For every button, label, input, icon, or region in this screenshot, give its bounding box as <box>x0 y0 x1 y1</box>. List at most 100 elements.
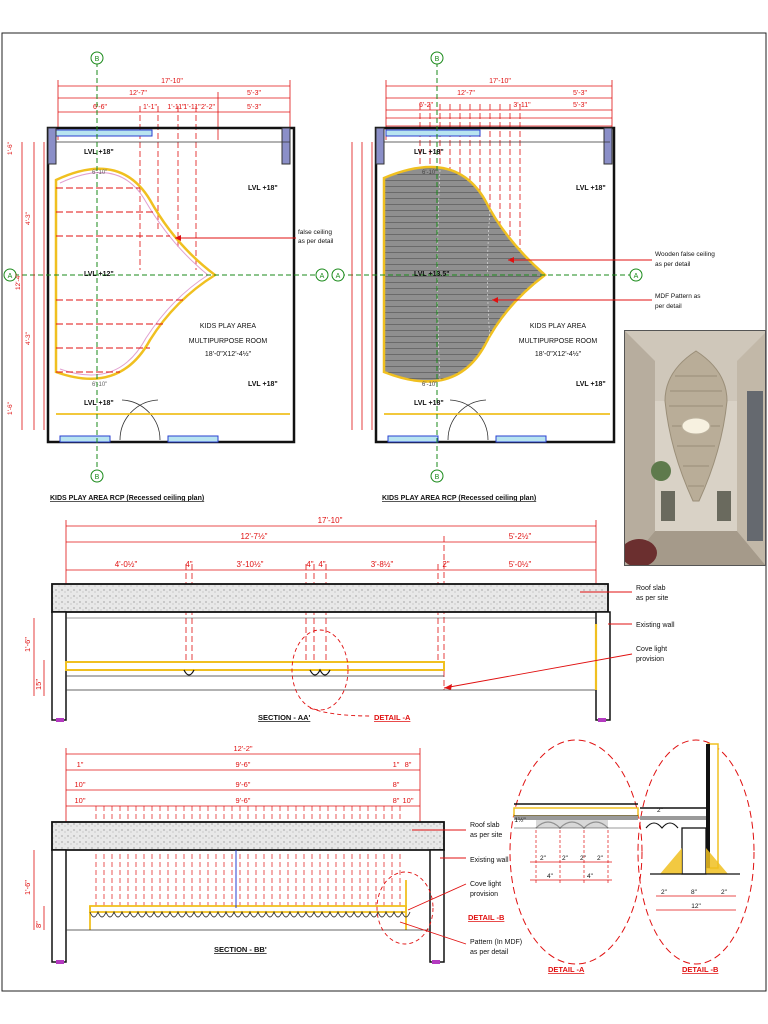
aa-callout-wall: Existing wall <box>636 622 675 629</box>
dim-top-7: 1'-11" <box>183 104 201 111</box>
aa-dim-m2: 4" <box>185 560 192 569</box>
r-axis-top: B <box>435 56 440 63</box>
r-lvl-label-2: LVL +18" <box>576 185 606 192</box>
aa-dim-right: 5'-2½" <box>509 532 532 541</box>
aa-side-dim-2: 15" <box>34 679 43 690</box>
false-ceiling-teardrop <box>54 167 218 380</box>
da-dim-2: 2" <box>562 855 569 862</box>
aa-dim-m5: 4" <box>318 560 325 569</box>
callout-wooden-ceiling-1: Wooden false ceiling <box>655 251 715 258</box>
bb-dim-2: 9'-6" <box>236 760 251 769</box>
callout-mdf-2: per detail <box>655 303 682 310</box>
bb-dim-4: 8" <box>405 760 412 769</box>
da-dim-1: 2" <box>540 855 547 862</box>
da-dim-3: 2" <box>580 855 587 862</box>
db-dim-3: 2" <box>721 889 728 896</box>
r-dim-top-3: 5'-3" <box>573 90 587 97</box>
r-axis-left: A <box>336 273 341 280</box>
bb-callout-cove-2: provision <box>470 891 498 898</box>
plan-title-right: KIDS PLAY AREA RCP (Recessed ceiling pla… <box>382 495 536 502</box>
callout-mdf-1: MDF Pattern as <box>655 293 701 300</box>
r-mark-top: 6'-10" <box>422 170 437 176</box>
mark-top: 6'-10" <box>92 170 107 176</box>
bb-callout-wall: Existing wall <box>470 857 509 864</box>
r-dim-top-1: 17'-10" <box>489 78 511 85</box>
db-dim-5: 2" <box>657 807 664 814</box>
bb-callout-roof-1: Roof slab <box>470 822 500 829</box>
aa-callout-roof-2: as per site <box>636 595 668 602</box>
da-dim-6: 4" <box>587 873 594 880</box>
detail-a-title: DETAIL -A <box>548 965 585 974</box>
aa-dim-m8: 5'-0½" <box>509 560 532 569</box>
side-dim-3: 12'-4" <box>15 273 22 290</box>
section-bb: 12'-2" 1" 9'-6" 1" 8" 10" 9'-6" 8" 10" 9… <box>23 744 522 964</box>
wooden-false-ceiling <box>382 165 547 383</box>
da-dim-5: 4" <box>547 873 554 880</box>
r-room-size: 18'-0"X12'-4½" <box>535 350 582 358</box>
bb-dim-10: 8" <box>393 796 400 805</box>
aa-dim-m4: 4" <box>306 560 313 569</box>
axis-bubble-top: B <box>95 56 100 63</box>
r-lvl-label-1: LVL +18" <box>414 149 444 156</box>
aa-callout-roof-1: Roof slab <box>636 585 666 592</box>
detail-b-tag: DETAIL -B <box>468 913 505 922</box>
dim-top-9: 5'-3" <box>247 104 261 111</box>
detail-a-tag: DETAIL -A <box>374 713 411 722</box>
roof-slab-bb <box>51 821 445 851</box>
da-dim-7: 1½" <box>514 816 526 824</box>
side-dim-1: 1'-6" <box>7 141 14 155</box>
r-dim-top-5: 3'-11" <box>513 102 531 109</box>
lvl-label-1: LVL +18" <box>84 149 114 156</box>
bb-dim-7: 8" <box>393 780 400 789</box>
section-bb-title: SECTION - BB' <box>214 945 267 954</box>
detail-a: 2" 2" 2" 2" 4" 4" 1½" DETAIL -A <box>509 739 643 974</box>
section-aa-title: SECTION - AA' <box>258 713 311 722</box>
aa-dim-m6: 3'-8½" <box>371 560 394 569</box>
db-dim-1: 2" <box>661 889 668 896</box>
aa-dim-m1: 4'-0½" <box>115 560 138 569</box>
side-dim-2: 4'-3" <box>25 211 32 225</box>
bb-dim-9: 9'-6" <box>236 796 251 805</box>
detail-b-title: DETAIL -B <box>682 965 719 974</box>
r-lvl-label-5: LVL +18" <box>414 400 444 407</box>
aa-dim-m3: 3'-10½" <box>236 560 263 569</box>
bb-callout-roof-2: as per site <box>470 832 502 839</box>
mark-bottom: 6'-10" <box>92 382 107 388</box>
bb-callout-pattern-1: Pattern (In MDF) <box>470 939 522 946</box>
axis-bubble-right: A <box>320 273 325 280</box>
lvl-label-2: LVL +18" <box>248 185 278 192</box>
dim-top-4: 6'-6" <box>93 104 107 111</box>
bb-dim-6: 9'-6" <box>236 780 251 789</box>
right-plan: 17'-10" 12'-7" 5'-3" 6'-2" 3'-11" 5'-3" … <box>331 51 715 502</box>
bb-callout-pattern-2: as per detail <box>470 949 509 956</box>
r-room-type: MULTIPURPOSE ROOM <box>519 338 598 345</box>
room-type: MULTIPURPOSE ROOM <box>189 338 268 345</box>
left-plan: 17'-10" 12'-7" 5'-3" 6'-6" 1'-1" 1'-11" … <box>3 51 334 502</box>
r-axis-right: A <box>634 273 639 280</box>
r-dim-top-2: 12'-7" <box>457 90 475 97</box>
axis-bubble-left: A <box>8 273 13 280</box>
lvl-label-5: LVL +18" <box>84 400 114 407</box>
callout-false-ceiling-line2: as per detail <box>298 238 334 245</box>
dim-top-6: 1'-11" <box>167 104 185 111</box>
bb-callout-cove-1: Cove light <box>470 881 501 888</box>
bb-side-dim-2: 8" <box>34 921 43 928</box>
render-photo <box>624 330 766 566</box>
aa-callout-cove-2: provision <box>636 656 664 663</box>
lvl-label-4: LVL +18" <box>248 381 278 388</box>
bb-dim-3: 1" <box>393 760 400 769</box>
side-dim-5: 1'-6" <box>7 401 14 415</box>
dim-top-3: 5'-3" <box>247 90 261 97</box>
detail-b: 2" 8" 2" 12" 2" DETAIL -B <box>637 739 755 974</box>
da-dim-4: 2" <box>597 855 604 862</box>
bb-dim-1: 1" <box>77 760 84 769</box>
sheet-border <box>1 32 767 992</box>
aa-side-dim-1: 1'-6" <box>23 637 32 652</box>
aa-dim-m7: 2" <box>442 560 449 569</box>
r-lvl-label-3: LVL +13.5" <box>414 271 450 278</box>
callout-false-ceiling-line1: false ceiling <box>298 229 332 236</box>
r-dim-top-4: 6'-2" <box>419 102 433 109</box>
r-axis-bottom: B <box>435 474 440 481</box>
r-room-name: KIDS PLAY AREA <box>530 323 586 330</box>
